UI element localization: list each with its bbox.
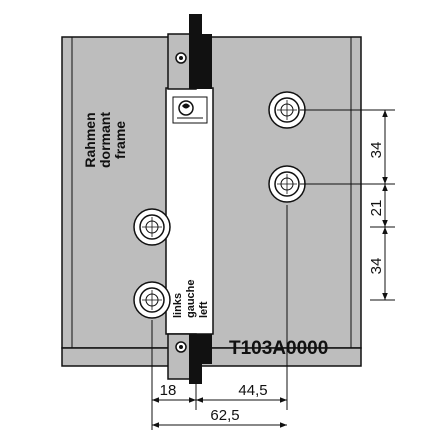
screw-hole-middle-right [268, 165, 306, 203]
bottom-knuckle [167, 333, 212, 384]
screw-hole-lower-left [133, 281, 171, 319]
top-knuckle [167, 14, 212, 90]
dim-vertical-middle: 21 [368, 200, 385, 217]
side-label-line2: gauche [185, 279, 197, 318]
side-label-line1: links [172, 293, 184, 318]
frame-label-line2: dormant [97, 112, 113, 168]
hinge-leaf [165, 87, 214, 335]
vertical-dimensions [300, 109, 395, 301]
frame-label-line3: frame [112, 121, 128, 159]
frame-label: Rahmen dormant frame [82, 112, 128, 168]
dim-vertical-bottom: 34 [368, 258, 385, 275]
screw-hole-upper-right [268, 91, 306, 129]
side-label-line3: left [198, 301, 210, 318]
part-number: T103A0000 [229, 338, 328, 359]
dim-horizontal-right: 44,5 [238, 382, 267, 399]
horizontal-dimensions [151, 205, 288, 430]
side-label: links gauche left [172, 279, 210, 318]
frame-label-line1: Rahmen [82, 112, 98, 167]
manufacturer-logo-icon [172, 96, 208, 124]
screw-hole-middle-left [133, 208, 171, 246]
dim-horizontal-total: 62,5 [210, 407, 239, 424]
dim-vertical-top: 34 [368, 142, 385, 159]
dim-horizontal-left: 18 [160, 382, 177, 399]
